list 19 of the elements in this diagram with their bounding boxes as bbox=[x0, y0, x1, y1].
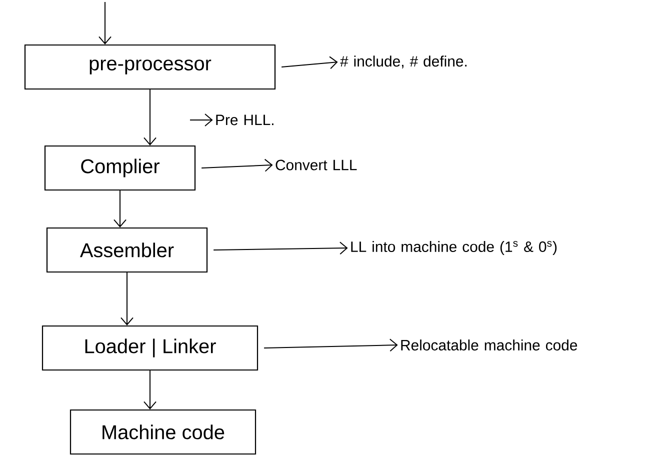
arrow bbox=[144, 370, 156, 410]
arrow bbox=[339, 242, 348, 255]
annotation-text: Relocatable machine code bbox=[401, 340, 578, 350]
arrow bbox=[98, 2, 112, 44]
annotation-text: LL into machine code (1$^{s}$ & 0$^{s}$) bbox=[351, 241, 557, 255]
arrow bbox=[264, 158, 273, 172]
process-box: pre-processor bbox=[24, 44, 276, 90]
arrow bbox=[144, 89, 156, 146]
arrow bbox=[114, 190, 126, 228]
process-box: Complier bbox=[44, 145, 196, 191]
arrow bbox=[120, 272, 134, 326]
arrow bbox=[190, 114, 213, 126]
process-box: Assembler bbox=[46, 227, 208, 273]
annotation-text: Convert LLL bbox=[276, 160, 357, 170]
process-box: Machine code bbox=[70, 409, 256, 455]
annotation-text: # include, # define. bbox=[340, 56, 467, 68]
process-box: Loader | Linker bbox=[42, 325, 258, 371]
annotation-text: Pre HLL. bbox=[216, 114, 274, 126]
arrow bbox=[389, 338, 398, 352]
